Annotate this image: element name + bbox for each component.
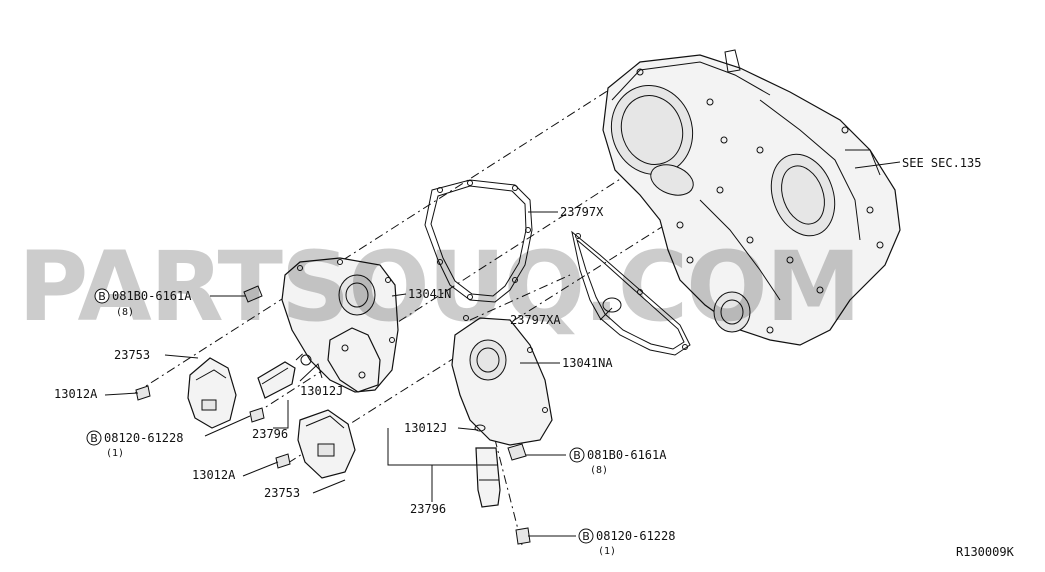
solenoid-23796-lower: [474, 424, 501, 508]
bolt-callout-c: B 08120-61228 (1): [86, 430, 183, 459]
label-13012a-lower: 13012A: [192, 468, 236, 482]
label-23753-lower: 23753: [264, 486, 300, 500]
label-bolt-b-no: 081B0-6161A: [587, 448, 667, 462]
label-23797xa: 23797XA: [510, 313, 561, 327]
bolt-callout-a: B 081B0-6161A (8): [94, 288, 192, 318]
label-bolt-d-qty: (1): [598, 546, 616, 557]
sensor-23753-lower: [297, 409, 356, 479]
label-13041n: 13041N: [408, 287, 451, 301]
label-23796-lower: 23796: [410, 502, 446, 516]
label-bolt-d-no: 08120-61228: [596, 529, 675, 543]
b-mark: B: [90, 432, 98, 445]
label-bolt-b-qty: (8): [590, 465, 608, 476]
b-mark: B: [573, 449, 581, 462]
bracket-upper: [327, 327, 381, 393]
label-13012j-upper: 13012J: [300, 384, 343, 398]
bolt-callout-d: B 08120-61228 (1): [578, 528, 675, 557]
bolt-callout-b: B 081B0-6161A (8): [569, 447, 667, 476]
label-see-sec: SEE SEC.135: [902, 156, 981, 170]
label-13012a-upper: 13012A: [54, 387, 98, 401]
label-23796-upper: 23796: [252, 427, 288, 441]
bolts: [135, 285, 531, 545]
label-23797x: 23797X: [560, 205, 604, 219]
leader-lines: [104, 161, 901, 537]
label-bolt-c-qty: (1): [106, 448, 124, 459]
gasket-23797xa: [571, 230, 691, 356]
diagram-id: R130009K: [956, 545, 1015, 559]
label-13012j-lower: 13012J: [404, 421, 447, 435]
b-mark: B: [98, 290, 106, 303]
b-mark: B: [582, 530, 590, 543]
label-13041na: 13041NA: [562, 356, 613, 370]
label-bolt-c-no: 08120-61228: [104, 431, 183, 445]
gasket-23797x: [424, 179, 533, 303]
watermark: PARTSOUQ.COM: [18, 231, 859, 343]
label-bolt-a-no: 081B0-6161A: [112, 289, 192, 303]
cover-13041na: [451, 315, 553, 446]
label-bolt-a-qty: (8): [116, 307, 134, 318]
label-23753-upper: 23753: [114, 348, 150, 362]
sensor-23753-upper: [187, 357, 237, 429]
solenoid-23796-upper: [257, 354, 312, 399]
timing-chain-case: [602, 49, 901, 346]
